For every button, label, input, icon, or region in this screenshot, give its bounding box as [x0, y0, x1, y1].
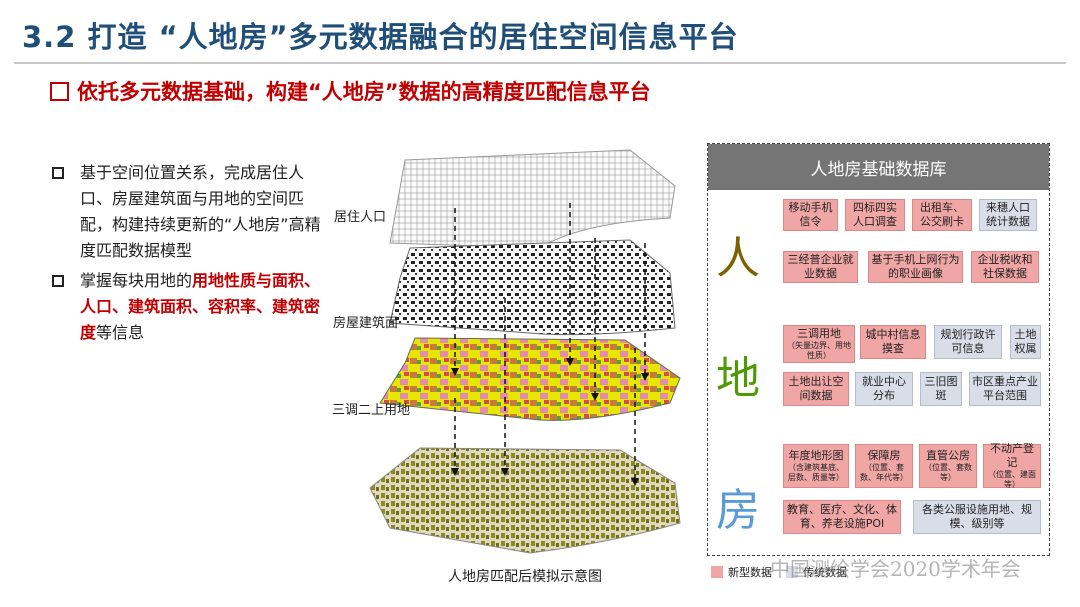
data-cell: 年度地形图（含建筑基底、层数、质量等）: [783, 444, 849, 488]
data-cell: 规划行政许可信息: [934, 325, 1002, 359]
char-ren: 人: [716, 233, 760, 284]
data-cell: 三旧图斑: [920, 372, 962, 406]
subtitle-text: 依托多元数据基础，构建“人地房”数据的高精度匹配信息平台: [77, 80, 651, 104]
diagram-caption: 人地房匹配后模拟示意图: [448, 569, 602, 585]
bullet-item-2-highlight: 用地性质与面积、人口、建筑面积、容积率、建筑密度: [80, 271, 321, 342]
bullet-item-1: 基于空间位置关系，完成居住人口、房屋建筑面与用地的空间匹配，构建持续更新的“人地…: [50, 160, 325, 264]
data-cell: 三经普企业就业数据: [783, 251, 858, 283]
checkbox-square-icon: [50, 81, 69, 101]
data-cell: 不动产登记（位置、建面等）: [983, 442, 1041, 489]
data-cell: 出租车、公交刷卡: [912, 199, 972, 231]
layer-label-buildings: 房屋建筑面: [333, 316, 399, 331]
data-cell: 企业税收和社保数据: [971, 251, 1039, 283]
watermark: 中国测绘学会2020学术年会: [770, 557, 1021, 581]
bullet-item-2: 掌握每块用地的用地性质与面积、人口、建筑面积、容积率、建筑密度等信息: [50, 268, 325, 346]
legend-new-label: 新型数据: [728, 566, 772, 579]
layer-label-population: 居住人口: [334, 210, 387, 225]
data-cell: 四标四实人口调查: [845, 199, 905, 231]
char-fang: 房: [716, 485, 760, 536]
bullet-item-1-text: 基于空间位置关系，完成居住人口、房屋建筑面与用地的空间匹配，构建持续更新的“人地…: [80, 163, 321, 260]
layer-diagram: 居住人口 房屋建筑面 三调二上用地: [330, 148, 700, 588]
data-cell: 教育、医疗、文化、体育、养老设施POI: [783, 500, 901, 534]
char-di: 地: [716, 353, 760, 404]
bullet-list: 基于空间位置关系，完成居住人口、房屋建筑面与用地的空间匹配，构建持续更新的“人地…: [50, 160, 325, 350]
data-cell: 来穗人口统计数据: [979, 199, 1037, 231]
legend-old-label: 传统数据: [803, 566, 847, 579]
data-cell: 土地权属: [1010, 325, 1041, 359]
database-title: 人地房基础数据库: [708, 144, 1049, 190]
bullet-item-2-suffix: 等信息: [96, 323, 145, 342]
title-divider: [14, 62, 1066, 64]
page-title: 3.2 打造 “人地房”多元数据融合的居住空间信息平台: [22, 20, 739, 54]
bullet-square-icon: [52, 275, 64, 287]
data-cell: 各类公服设施用地、规模、级别等: [913, 500, 1041, 534]
bullet-item-2-prefix: 掌握每块用地的: [80, 271, 193, 290]
layer-label-landuse: 三调二上用地: [332, 403, 411, 418]
data-cell: 保障房（位置、套数、年代等）: [855, 444, 913, 488]
database-panel: 人地房基础数据库 人 地 房 移动手机信令 四标四实人口调查 出租车、公交刷卡 …: [707, 143, 1050, 556]
data-cell: 市区重点产业平台范围: [969, 372, 1041, 406]
data-cell: 基于手机上网行为的职业画像: [868, 251, 963, 283]
legend-old-swatch: [786, 566, 798, 578]
data-cell: 三调用地（矢量边界、用地性质）: [783, 325, 855, 363]
data-cell: 移动手机信令: [783, 199, 838, 231]
data-cell: 就业中心分布: [855, 372, 913, 406]
bullet-square-icon: [52, 167, 64, 179]
data-cell: 城中村信息摸查: [860, 325, 926, 359]
layer-stack-graphic: [369, 149, 681, 554]
data-cell: 土地出让空间数据: [783, 372, 849, 406]
legend: 新型数据 传统数据: [711, 564, 847, 580]
section-subtitle: 依托多元数据基础，构建“人地房”数据的高精度匹配信息平台: [50, 76, 651, 106]
data-cell: 直管公房（位置、套数等）: [919, 444, 977, 488]
legend-new-swatch: [711, 566, 723, 578]
